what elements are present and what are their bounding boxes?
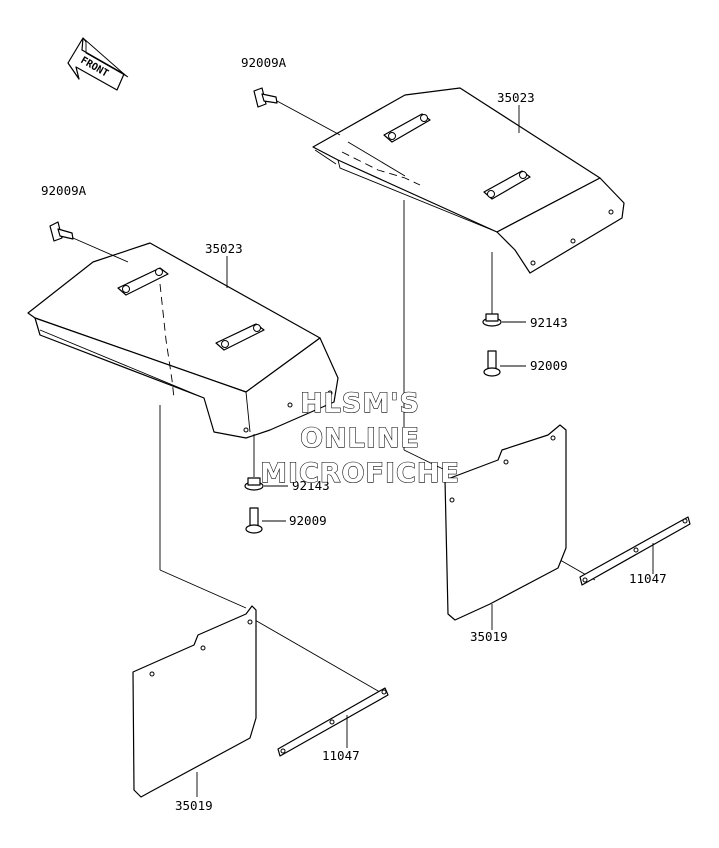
label-mudflap-left: 35019 <box>175 798 213 813</box>
washer-left <box>244 477 264 491</box>
label-fender-right: 35023 <box>497 90 535 105</box>
label-plate-right: 11047 <box>629 571 667 586</box>
fender-right <box>312 87 625 274</box>
mudflap-left <box>132 605 257 798</box>
front-arrow-icon: FRONT <box>67 37 129 91</box>
watermark-line-2: ONLINE <box>300 423 420 454</box>
bolt-left <box>245 507 263 534</box>
plate-right <box>579 516 691 586</box>
label-plate-left: 11047 <box>322 748 360 763</box>
label-fender-left: 35023 <box>205 241 243 256</box>
label-washer-left: 92143 <box>292 478 330 493</box>
washer-right <box>482 313 502 327</box>
bolt-a-left <box>49 221 74 242</box>
bolt-a-right <box>253 87 278 108</box>
fender-right-pad-2 <box>483 170 531 200</box>
fender-left <box>27 242 339 439</box>
watermark-line-3: MICROFICHE <box>260 458 460 489</box>
fender-right-pad-1 <box>383 113 431 143</box>
bolt-right <box>483 350 501 377</box>
watermark-line-1: HLSM'S <box>300 388 420 419</box>
fender-left-pad-1 <box>117 267 169 296</box>
fender-left-pad-2 <box>215 323 265 351</box>
label-bolt-a-right: 92009A <box>241 55 287 70</box>
label-washer-right: 92143 <box>530 315 568 330</box>
label-bolt-left: 92009 <box>289 513 327 528</box>
label-bolt-a-left: 92009A <box>41 183 87 198</box>
label-mudflap-right: 35019 <box>470 629 508 644</box>
mudflap-right <box>444 424 567 621</box>
plate-left <box>277 687 389 757</box>
label-bolt-right: 92009 <box>530 358 568 373</box>
